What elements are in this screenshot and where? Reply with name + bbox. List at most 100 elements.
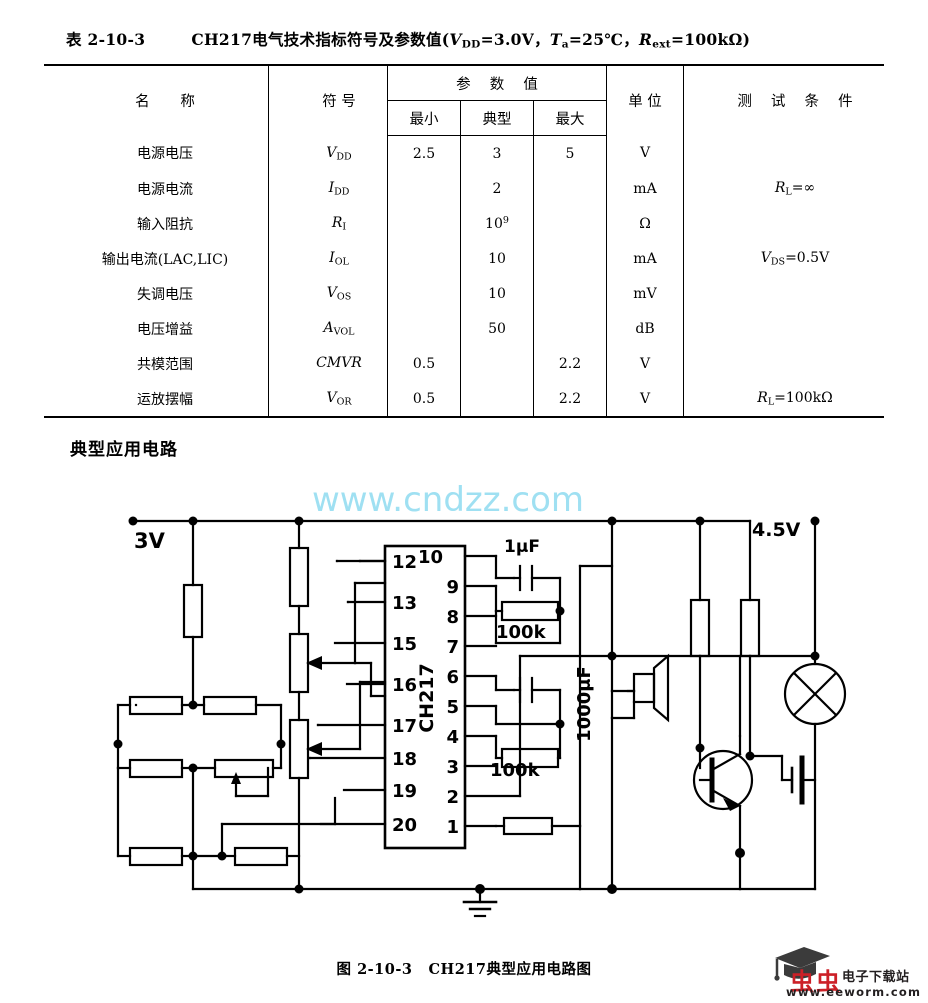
ic-pin-left-18: 18 bbox=[392, 749, 417, 770]
label-resistor-100k-upper: 100k bbox=[496, 622, 547, 643]
cell-max: 2.2 bbox=[533, 346, 607, 381]
table-row: 电源电流 IDD 2 mA RL=∞ bbox=[44, 171, 884, 206]
cell-condition: VDS=0.5V bbox=[683, 241, 884, 276]
cell-name: 运放摆幅 bbox=[44, 381, 269, 418]
figure-caption-text: CH217典型应用电路图 bbox=[428, 961, 592, 978]
cell-unit: Ω bbox=[606, 206, 684, 241]
label-supply-4-5v: 4.5V bbox=[752, 519, 801, 541]
ic-label: CH217 bbox=[416, 663, 438, 733]
cell-condition: RL=∞ bbox=[683, 171, 884, 206]
col-header-param-group: 参 数 值 bbox=[387, 64, 607, 101]
ic-pin-right-9: 9 bbox=[446, 577, 459, 598]
ic-body bbox=[383, 544, 467, 850]
cell-name: 输出电流(LAC,LIC) bbox=[44, 241, 269, 276]
speaker-cone bbox=[652, 653, 670, 723]
col-header-max: 最大 bbox=[533, 100, 607, 136]
table-row: 电压增益 AVOL 50 dB bbox=[44, 311, 884, 346]
graduation-cap-icon bbox=[774, 947, 830, 981]
ic-pin-left-17: 17 bbox=[392, 716, 417, 737]
potentiometer-r10 bbox=[288, 718, 310, 780]
col-header-condition: 测 试 条 件 bbox=[683, 64, 884, 136]
wiper-arrow-upper bbox=[306, 656, 322, 670]
cell-symbol: CMVR bbox=[268, 346, 388, 381]
potentiometer-r9 bbox=[288, 632, 310, 694]
resistor-r8 bbox=[288, 546, 310, 608]
resistor-100k-upper bbox=[500, 600, 560, 622]
ic-pin-left-19: 19 bbox=[392, 781, 417, 802]
cell-symbol: VDD bbox=[268, 135, 388, 171]
cell-symbol: IOL bbox=[268, 241, 388, 276]
resistor-r2 bbox=[128, 695, 184, 716]
cell-max bbox=[533, 206, 607, 241]
cell-condition bbox=[683, 346, 884, 381]
ic-pin-left-16: 16 bbox=[392, 675, 417, 696]
label-cap-1uf: 1μF bbox=[504, 537, 540, 557]
cell-typ bbox=[460, 381, 534, 418]
label-resistor-100k-lower: 100k bbox=[490, 760, 541, 781]
cell-unit: mA bbox=[606, 171, 684, 206]
cell-name: 电源电流 bbox=[44, 171, 269, 206]
resistor-small-pin1 bbox=[502, 816, 554, 836]
cell-typ bbox=[460, 346, 534, 381]
potentiometer-r5 bbox=[213, 758, 275, 779]
ic-pin-left-20: 20 bbox=[392, 815, 417, 836]
cell-symbol: RI bbox=[268, 206, 388, 241]
table-title-conditions: (VDD=3.0V，Ta=25℃，Rext=100kΩ) bbox=[441, 30, 751, 51]
resistor-r11 bbox=[689, 598, 711, 658]
cell-min bbox=[387, 171, 461, 206]
cell-min bbox=[387, 241, 461, 276]
site-logo: 虫 虫 电子下载站 www.eeworm.com bbox=[772, 944, 922, 1000]
cell-typ: 10 bbox=[460, 276, 534, 311]
cell-typ: 3 bbox=[460, 135, 534, 171]
cell-max bbox=[533, 276, 607, 311]
cell-typ: 109 bbox=[460, 206, 534, 241]
table-row: 输入阻抗 RI 109 Ω bbox=[44, 206, 884, 241]
cell-min: 0.5 bbox=[387, 346, 461, 381]
cell-min: 2.5 bbox=[387, 135, 461, 171]
cell-max: 2.2 bbox=[533, 381, 607, 418]
figure-number: 图 2-10-3 bbox=[336, 961, 413, 978]
cell-max: 5 bbox=[533, 135, 607, 171]
circuit-diagram: www.cndzz.com bbox=[0, 468, 928, 938]
col-header-typ: 典型 bbox=[460, 100, 534, 136]
transistor-envelope bbox=[692, 749, 754, 811]
table-row: 电源电压 VDD 2.5 3 5 V bbox=[44, 135, 884, 171]
cell-unit: mV bbox=[606, 276, 684, 311]
table-number: 表 2-10-3 bbox=[66, 30, 146, 49]
transistor-emitter bbox=[710, 788, 742, 808]
logo-graphic: 虫 虫 bbox=[774, 947, 840, 996]
table-row: 失调电压 VOS 10 mV bbox=[44, 276, 884, 311]
ic-pin-right-5: 5 bbox=[446, 697, 459, 718]
cell-symbol: VOR bbox=[268, 381, 388, 418]
section-heading: 典型应用电路 bbox=[70, 440, 178, 460]
cell-unit: mA bbox=[606, 241, 684, 276]
resistor-r12 bbox=[739, 598, 761, 658]
resistor-r1 bbox=[182, 583, 204, 639]
cell-min bbox=[387, 206, 461, 241]
speaker-body bbox=[632, 672, 656, 704]
resistor-r6 bbox=[128, 846, 184, 867]
logo-brand-cn: 电子下载站 bbox=[842, 970, 910, 985]
cell-unit: dB bbox=[606, 311, 684, 346]
transistor-collector bbox=[710, 752, 742, 772]
table-row: 输出电流(LAC,LIC) IOL 10 mA VDS=0.5V bbox=[44, 241, 884, 276]
col-header-unit: 单 位 bbox=[606, 64, 684, 136]
watermark-text: www.cndzz.com bbox=[312, 480, 585, 520]
cell-symbol: VOS bbox=[268, 276, 388, 311]
ic-pin-right-10: 10 bbox=[418, 547, 443, 568]
cell-typ: 50 bbox=[460, 311, 534, 346]
parameter-table: 名 称 符 号 参 数 值 单 位 测 试 条 件 最小 典型 最大 电源电压 … bbox=[44, 64, 884, 418]
cell-condition: RL=100kΩ bbox=[683, 381, 884, 418]
ic-pin-right-8: 8 bbox=[446, 607, 459, 628]
resistor-r4 bbox=[128, 758, 184, 779]
resistor-r3 bbox=[202, 695, 258, 716]
ic-pin-right-2: 2 bbox=[446, 787, 459, 808]
cell-max bbox=[533, 311, 607, 346]
label-supply-3v: 3V bbox=[134, 529, 166, 553]
cell-condition bbox=[683, 311, 884, 346]
cell-symbol: AVOL bbox=[268, 311, 388, 346]
ic-pin-left-12: 12 bbox=[392, 552, 417, 573]
ic-pin-right-3: 3 bbox=[446, 757, 459, 778]
cell-condition bbox=[683, 206, 884, 241]
cell-min bbox=[387, 311, 461, 346]
